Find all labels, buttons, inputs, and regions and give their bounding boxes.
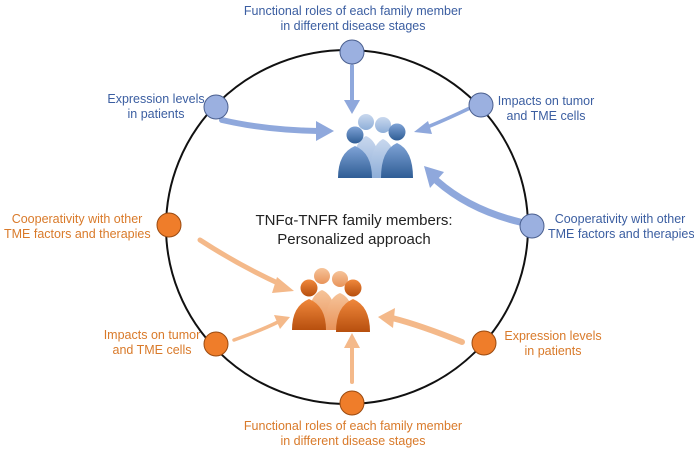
orange-label-lower-left-line2: and TME cells	[112, 343, 192, 357]
blue-label-lower-right-line2: TME factors and therapies	[548, 227, 694, 241]
orange-label-left-line2: TME factors and therapies	[4, 227, 151, 241]
arrow-lower-right-to-blue-group	[433, 177, 524, 226]
blue-label-right: Impacts on tumor and TME cells	[494, 94, 598, 124]
orange-node-bottom	[339, 390, 365, 416]
orange-node-lower-left	[203, 331, 229, 357]
arrow-lower-left-to-orange-group	[232, 320, 280, 342]
blue-node-left	[203, 94, 229, 120]
blue-label-left-line2: in patients	[127, 107, 185, 121]
center-title-line1: TNFα-TNFR family members:	[255, 212, 453, 229]
blue-label-lower-right: Cooperativity with other TME factors and…	[548, 212, 694, 242]
orange-arrows	[197, 237, 465, 384]
orange-label-left: Cooperativity with other TME factors and…	[4, 212, 151, 242]
orange-people-group-icon	[292, 268, 370, 332]
orange-label-right-line2: in patients	[524, 344, 582, 358]
blue-label-right-line1: Impacts on tumor	[497, 94, 595, 108]
blue-label-left: Expression levels in patients	[104, 92, 208, 122]
orange-label-lower-left: Impacts on tumor and TME cells	[100, 328, 204, 358]
blue-label-lower-right-line1: Cooperativity with other	[554, 212, 686, 226]
orange-label-bottom-line1: Functional roles of each family member	[243, 419, 463, 433]
blue-node-lower-right	[519, 213, 545, 239]
orange-label-lower-left-line1: Impacts on tumor	[103, 328, 201, 342]
center-title-line2: Personalized approach	[277, 231, 431, 248]
center-title: TNFα-TNFR family members: Personalized a…	[238, 211, 470, 249]
blue-nodes	[203, 39, 545, 239]
blue-label-top: Functional roles of each family member i…	[242, 4, 464, 34]
blue-label-top-line1: Functional roles of each family member	[243, 4, 463, 18]
blue-node-right	[468, 92, 494, 118]
blue-arrows	[219, 64, 524, 226]
blue-label-right-line2: and TME cells	[506, 109, 586, 123]
orange-nodes	[156, 212, 497, 416]
arrow-left-to-orange-group	[197, 237, 285, 288]
blue-label-top-line2: in different disease stages	[280, 19, 426, 33]
orange-label-bottom-line2: in different disease stages	[280, 434, 426, 448]
arrow-left-to-blue-group	[219, 117, 321, 134]
arrow-right-to-blue-group	[423, 106, 472, 130]
blue-node-top	[339, 39, 365, 65]
orange-label-right-line1: Expression levels	[504, 329, 602, 343]
orange-label-bottom: Functional roles of each family member i…	[242, 419, 464, 449]
blue-people-group-icon	[338, 114, 413, 178]
orange-node-right	[471, 330, 497, 356]
orange-label-right: Expression levels in patients	[500, 329, 606, 359]
arrow-right-to-orange-group	[389, 315, 465, 345]
blue-label-left-line1: Expression levels	[107, 92, 205, 106]
orange-node-left	[156, 212, 182, 238]
orange-label-left-line1: Cooperativity with other	[11, 212, 143, 226]
